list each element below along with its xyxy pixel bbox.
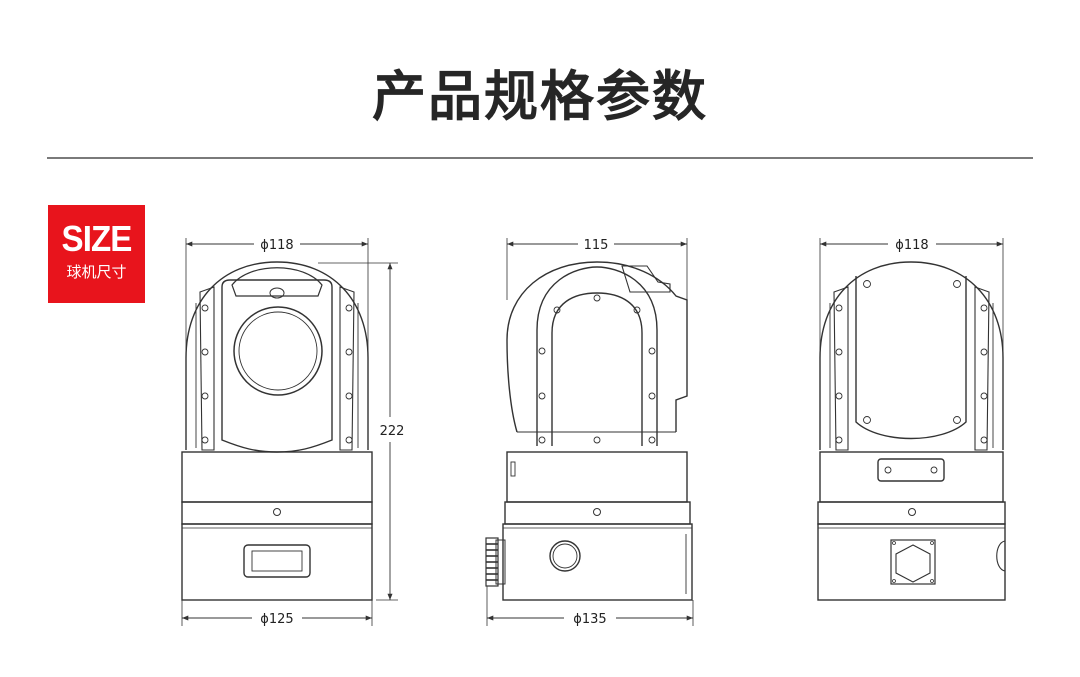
title-divider (47, 157, 1033, 159)
dim-front-height: 222 (380, 424, 405, 439)
dim-back-top: ϕ118 (895, 238, 928, 253)
dim-front-top: ϕ118 (260, 238, 293, 253)
page-title: 产品规格参数 (372, 65, 708, 128)
front-view (181, 238, 398, 626)
size-badge-sublabel: 球机尺寸 (66, 263, 127, 281)
side-view (485, 238, 694, 626)
dim-side-bottom: ϕ135 (573, 612, 606, 627)
dim-front-bottom: ϕ125 (260, 612, 293, 627)
size-badge-label: SIZE (61, 218, 133, 259)
back-view (817, 238, 1006, 601)
dim-side-top: 115 (584, 238, 609, 253)
size-badge: SIZE 球机尺寸 (48, 205, 145, 303)
